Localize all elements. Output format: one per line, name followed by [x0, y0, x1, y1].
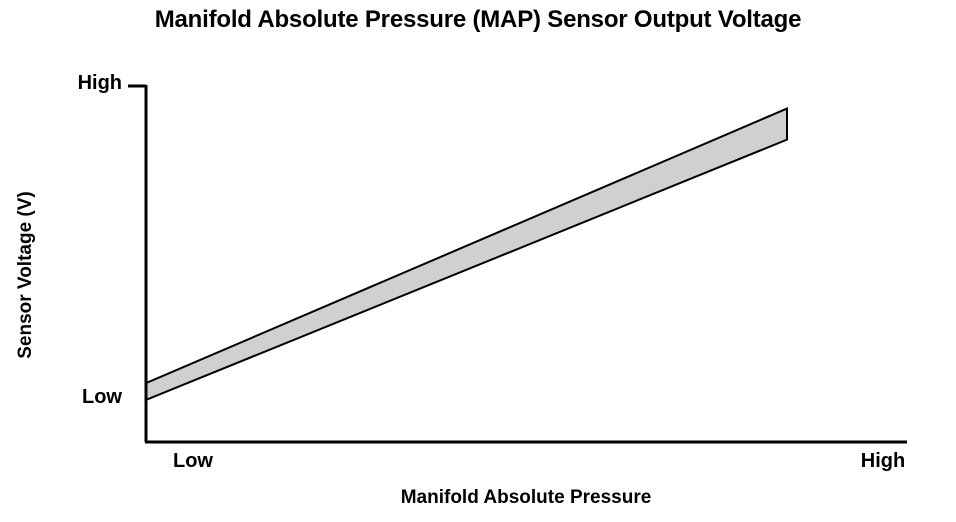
x-axis-title: Manifold Absolute Pressure [400, 487, 652, 508]
y-axis-tick-label-low: Low [82, 386, 122, 408]
x-axis-tick-label-high: High [860, 450, 906, 472]
y-axis-tick-label-high: High [77, 72, 122, 94]
sensor-output-range-band [145, 107, 788, 402]
chart-title: Manifold Absolute Pressure (MAP) Sensor … [154, 6, 802, 33]
x-axis-tick-label-low: Low [173, 450, 213, 472]
